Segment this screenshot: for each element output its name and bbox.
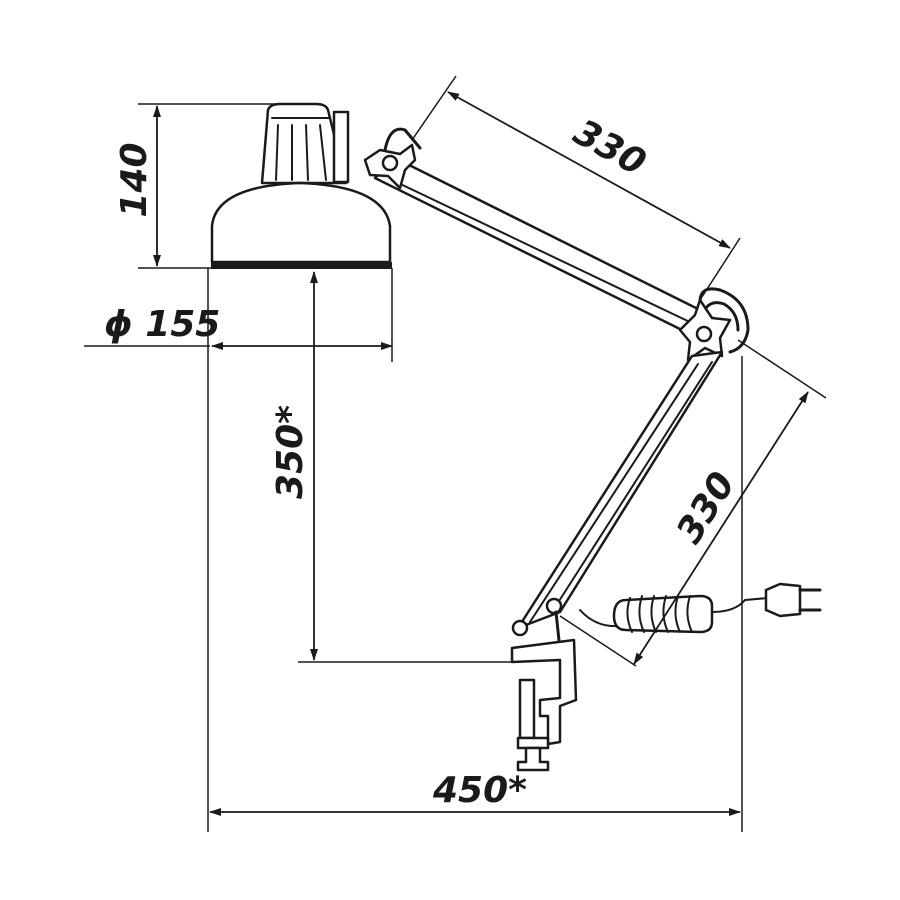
power-cord — [579, 582, 822, 634]
switch-box — [332, 110, 350, 184]
shade-rim — [211, 262, 392, 269]
dim-label-lower-330: 330 — [669, 465, 744, 550]
upper-arm — [363, 127, 702, 336]
dim-label-350: 350* — [270, 405, 311, 499]
dimension-lines — [153, 91, 809, 816]
dim-label-155: ϕ 155 — [104, 304, 220, 345]
desk-clamp — [510, 610, 578, 772]
plug — [764, 582, 802, 618]
dim-line-upper-330 — [447, 91, 731, 249]
lamp-shade — [210, 181, 392, 264]
elbow-joint — [678, 287, 750, 362]
dim-label-450: 450* — [432, 770, 527, 811]
dim-label-140: 140 — [114, 142, 155, 217]
dim-label-upper-330: 330 — [567, 112, 653, 184]
lamp-head — [210, 102, 392, 269]
dim-line-lower-330 — [633, 391, 809, 665]
